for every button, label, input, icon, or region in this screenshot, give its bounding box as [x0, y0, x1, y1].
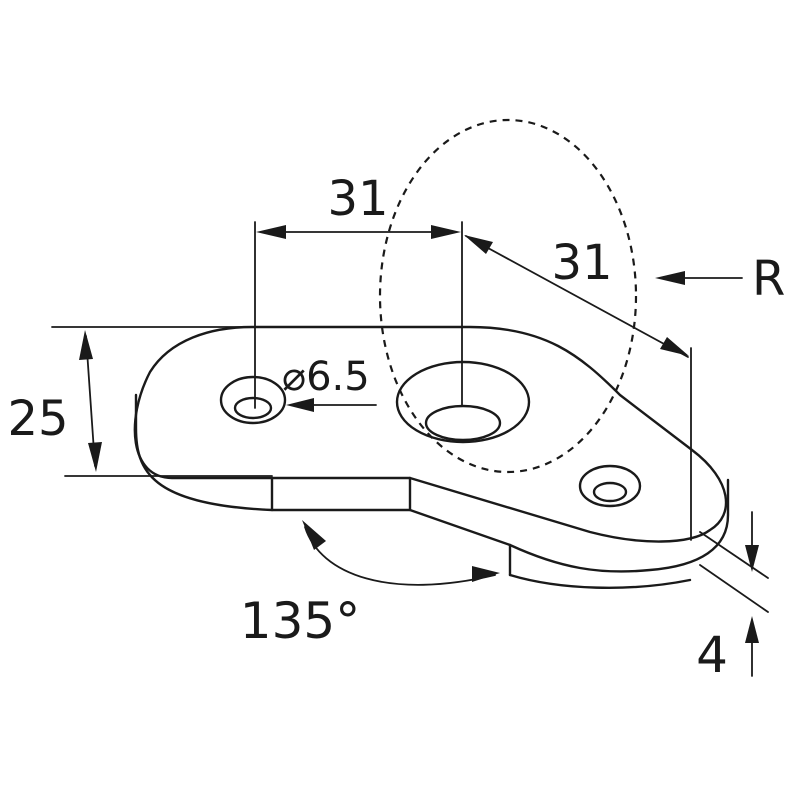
- dim-top-length: 31: [327, 171, 388, 227]
- dimension-thickness: 4: [696, 511, 769, 684]
- center-hole-inner: [424, 404, 502, 442]
- plate-thickness-edge: [134, 393, 730, 573]
- radius-label: R: [752, 251, 785, 307]
- dim-bend-angle: 135°: [240, 592, 360, 650]
- center-hole-outer: [395, 360, 531, 444]
- mounting-plate: [133, 325, 730, 589]
- dimension-hole-diameter: ⌀6.5: [282, 354, 377, 412]
- dimension-top: 31: [254, 171, 463, 409]
- plate-top-face: [133, 325, 728, 543]
- plate-bottom-edge: [508, 573, 692, 589]
- right-hole-inner: [592, 481, 628, 503]
- left-hole-inner: [233, 396, 273, 420]
- dim-diagonal-length: 31: [551, 235, 612, 291]
- left-hole-outer: [219, 375, 287, 425]
- tube-outline-dashed: [378, 118, 638, 474]
- right-hole-outer: [578, 464, 642, 508]
- holes: [219, 360, 642, 508]
- dim-thickness: 4: [696, 626, 728, 684]
- dimension-angle: 135°: [240, 520, 500, 650]
- dim-hole-diameter: ⌀6.5: [282, 354, 370, 400]
- dimension-diagonal: 31: [464, 235, 692, 541]
- radius-marker: R: [655, 251, 785, 307]
- dim-width: 25: [7, 391, 68, 447]
- dimension-width: 25: [7, 326, 273, 477]
